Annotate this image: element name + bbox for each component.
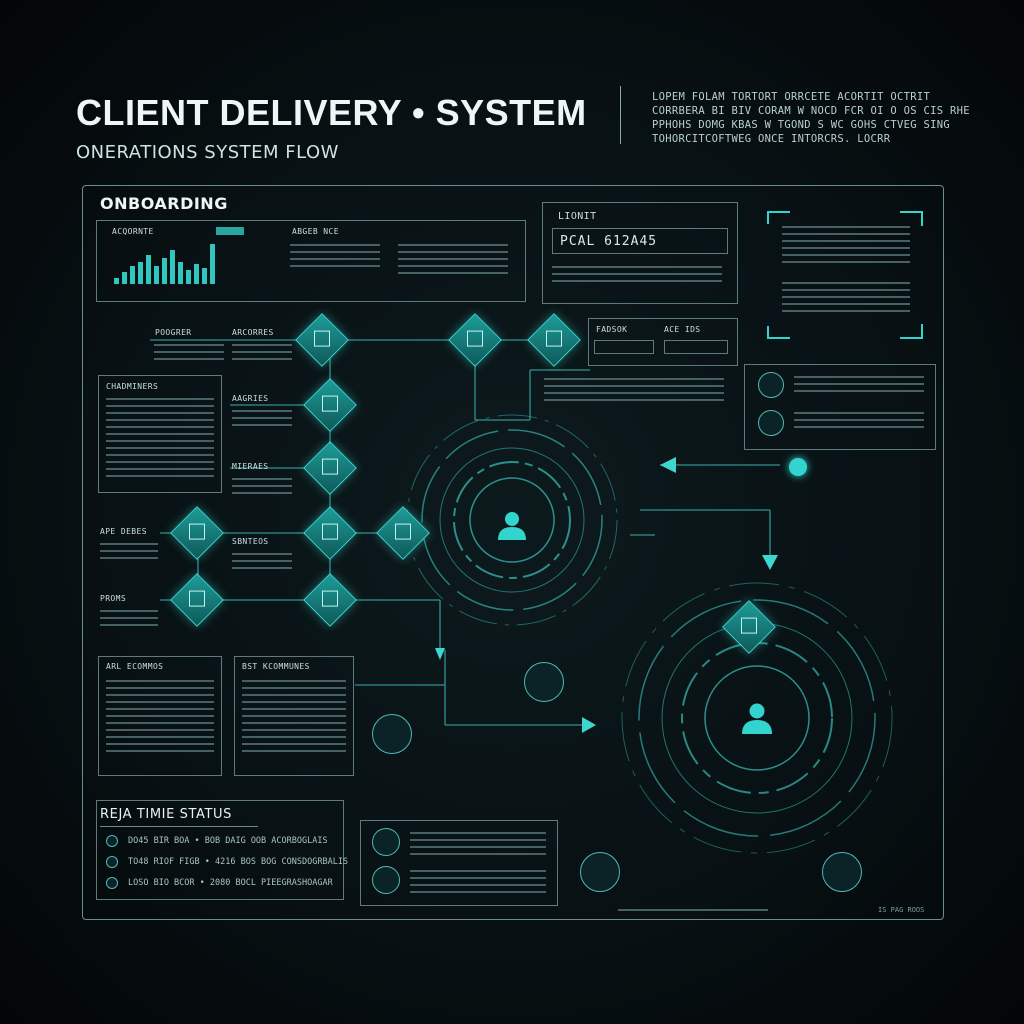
page-subtitle: ONERATIONS SYSTEM FLOW — [76, 142, 339, 163]
stats-panel — [744, 364, 936, 450]
gear-icon — [758, 410, 784, 436]
header-description: LOPEM FOLAM TORTORT ORRCETE ACORTIT OCTR… — [652, 90, 970, 146]
metrics-text-lines — [410, 832, 546, 855]
lower-document-lines — [106, 680, 214, 752]
node-label: FADSOK — [596, 325, 628, 334]
node-text — [232, 478, 292, 494]
description-line: LOPEM FOLAM TORTORT ORRCETE ACORTIT OCTR… — [652, 91, 931, 103]
lower-document-panel-2 — [234, 656, 354, 776]
lower-document-title: ARL ECOMMOS — [106, 662, 164, 671]
cloud-icon[interactable] — [372, 714, 412, 754]
target-icon — [372, 828, 400, 856]
flow-notes-lines — [544, 378, 724, 401]
notes-text-lines — [782, 226, 910, 263]
node-text — [232, 410, 292, 426]
acquisition-panel — [96, 220, 526, 302]
node-label: ARCORRES — [232, 328, 274, 337]
header-divider — [620, 86, 621, 144]
account-text-lines — [552, 266, 722, 282]
fadsok-field — [594, 340, 654, 354]
node-text — [154, 344, 224, 360]
fadsok-panel — [588, 318, 738, 366]
user-icon[interactable] — [494, 510, 530, 540]
node-text — [232, 344, 292, 360]
clock-icon — [106, 835, 118, 847]
status-row: TO48 RIOF FIGB • 4216 BOS BOG CONSDOGRBA… — [128, 857, 349, 867]
status-row: DO45 BIR BOA • BOB DAIG OOB ACORBOGLAIS — [128, 836, 328, 846]
acquisition-label: ACQORNTE — [112, 227, 154, 236]
footer-label: IS PAG ROOS — [878, 906, 925, 914]
target-icon — [372, 866, 400, 894]
account-panel — [542, 202, 738, 304]
node-text — [232, 553, 292, 569]
chart-icon — [758, 372, 784, 398]
metrics-panel — [360, 820, 558, 906]
realtime-status-panel — [96, 800, 344, 900]
person-icon[interactable] — [822, 852, 862, 892]
description-line: PPHOHS DOMG KBAS W TGOND S WC GOHS CTVEG… — [652, 119, 950, 131]
node-label: ACE IDS — [664, 325, 701, 334]
account-label: LIONIT — [558, 211, 597, 222]
clock-icon — [106, 877, 118, 889]
account-value: PCAL 612A45 — [560, 234, 658, 249]
clock-icon — [106, 856, 118, 868]
acids-field — [664, 340, 728, 354]
node-label: SBNTEOS — [232, 537, 269, 546]
page-title: CLIENT DELIVERY • SYSTEM — [76, 92, 587, 133]
node-label: APE DEBES — [100, 527, 147, 536]
footer-line-left — [618, 909, 768, 911]
left-document-lines — [106, 398, 214, 477]
section-label-onboarding: ONBOARDING — [100, 194, 228, 213]
diagram-board — [82, 185, 944, 920]
account-value-box — [552, 228, 728, 254]
acquisition-badge — [216, 227, 244, 235]
node-text — [100, 543, 158, 559]
node-label: PROMS — [100, 594, 127, 603]
stats-text-lines — [794, 376, 924, 392]
description-line: TOHORCITCOFTWEG ONCE INTORCRS. LOCRR — [652, 133, 891, 145]
node-label: AAGRIES — [232, 394, 269, 403]
stats-text-lines-2 — [794, 412, 924, 428]
user-icon[interactable] — [738, 702, 776, 734]
status-dot — [789, 458, 807, 476]
left-document-panel — [98, 375, 222, 493]
metrics-text-lines-2 — [410, 870, 546, 893]
node-label: POOGRER — [155, 328, 192, 337]
realtime-divider — [100, 826, 258, 827]
node-text — [100, 610, 158, 626]
lower-document-title: BST KCOMMUNES — [242, 662, 310, 671]
building-icon[interactable] — [580, 852, 620, 892]
status-row: LOSO BIO BCOR • 2080 BOCL PIEEGRASHOAGAR — [128, 878, 333, 888]
description-line: CORRBERA BI BIV CORAM W NOCD FCR OI O OS… — [652, 105, 970, 117]
notes-text-lines-2 — [782, 282, 910, 312]
node-label: MIERAES — [232, 462, 269, 471]
acquisition-text-lines — [290, 244, 380, 267]
team-icon[interactable] — [524, 662, 564, 702]
left-document-title: CHADMINERS — [106, 382, 159, 391]
lower-document-lines — [242, 680, 346, 752]
acquisition-text-lines-2 — [398, 244, 508, 274]
lower-document-panel — [98, 656, 222, 776]
acquisition-sublabel: ABGEB NCE — [292, 227, 339, 236]
realtime-status-title: REJA TIMIE STATUS — [100, 807, 233, 822]
